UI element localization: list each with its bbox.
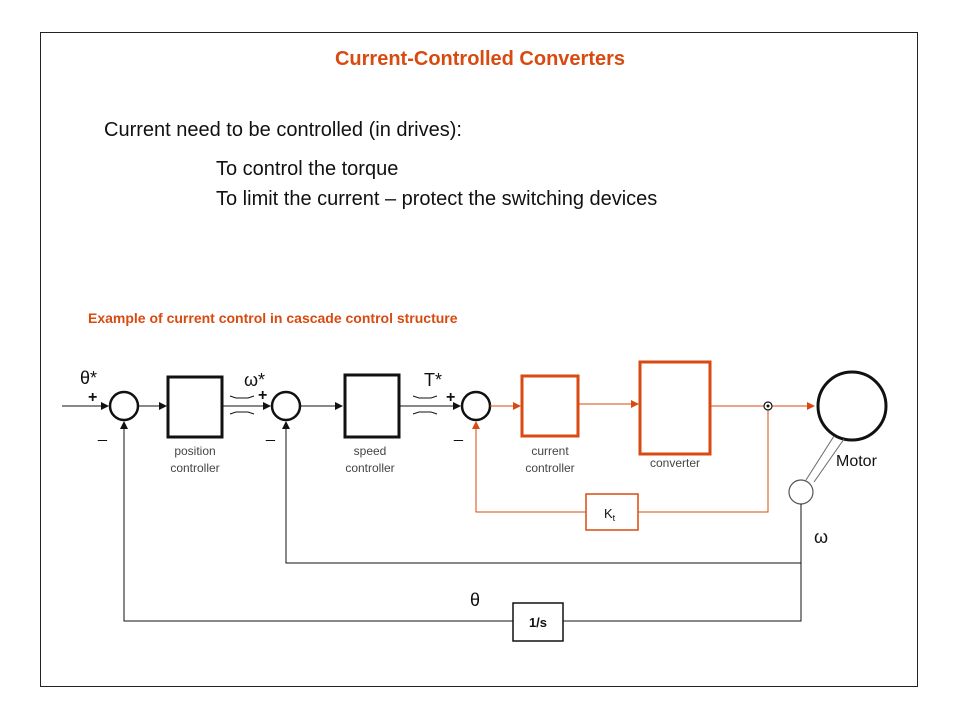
current-sensor-dot [766, 404, 770, 408]
position-controller-label-2: controller [170, 461, 219, 475]
slide-frame [40, 32, 918, 687]
kt-gain-subscript: t [613, 513, 616, 523]
limiter-position-top [229, 395, 255, 399]
omega-feedback-label: ω [814, 527, 828, 547]
converter-block [638, 360, 712, 456]
current-feedback-line-b [472, 421, 586, 513]
motor-shaft-left [805, 435, 835, 481]
speed-sensor-circle [788, 479, 814, 505]
motor-shaft-right [813, 438, 845, 483]
theta-feedback-label: θ [470, 590, 480, 610]
kt-gain-main: K [604, 506, 613, 521]
speed-feedback-line [282, 421, 802, 564]
motor-circle [816, 370, 888, 442]
omega-ref-label: ω* [244, 370, 265, 390]
current-controller-block [520, 374, 580, 438]
sum1-minus: _ [97, 425, 108, 442]
limiter-speed-top [412, 395, 438, 399]
position-feedback-line-b [120, 421, 513, 622]
kt-gain-label: Kt [604, 506, 616, 523]
sum3-minus: _ [453, 425, 464, 442]
current-feedback-line-a [638, 410, 769, 513]
current-controller-label-1: current [531, 444, 569, 458]
bullet-torque: To control the torque [216, 158, 399, 180]
sum3-plus: + [446, 389, 455, 406]
intro-text: Current need to be controlled (in drives… [104, 119, 462, 141]
limiter-speed-bottom [412, 411, 438, 415]
bullet-limit-current: To limit the current – protect the switc… [216, 188, 658, 210]
sum2-minus: _ [265, 425, 276, 442]
sum1-plus: + [88, 389, 97, 406]
sum-junction-speed [270, 390, 302, 422]
slide-title: Current-Controlled Converters [334, 48, 626, 70]
sum2-plus: + [258, 387, 267, 404]
sum-junction-current [460, 390, 492, 422]
limiter-position-bottom [229, 411, 255, 415]
position-controller-label-1: position [174, 444, 215, 458]
theta-ref-label: θ* [80, 368, 97, 388]
motor-label: Motor [836, 453, 878, 470]
integrator-label: 1/s [529, 615, 547, 630]
speed-controller-block [343, 373, 401, 439]
sum-junction-position [108, 390, 140, 422]
torque-ref-label: T* [424, 370, 442, 390]
integrator-block [512, 602, 564, 642]
speed-controller-label-2: controller [345, 461, 394, 475]
position-controller-block [166, 375, 224, 439]
converter-label: converter [650, 456, 700, 470]
current-controller-label-2: controller [525, 461, 574, 475]
speed-controller-label-1: speed [354, 444, 387, 458]
position-feedback-line-a [563, 563, 802, 622]
example-title: Example of current control in cascade co… [88, 310, 458, 326]
